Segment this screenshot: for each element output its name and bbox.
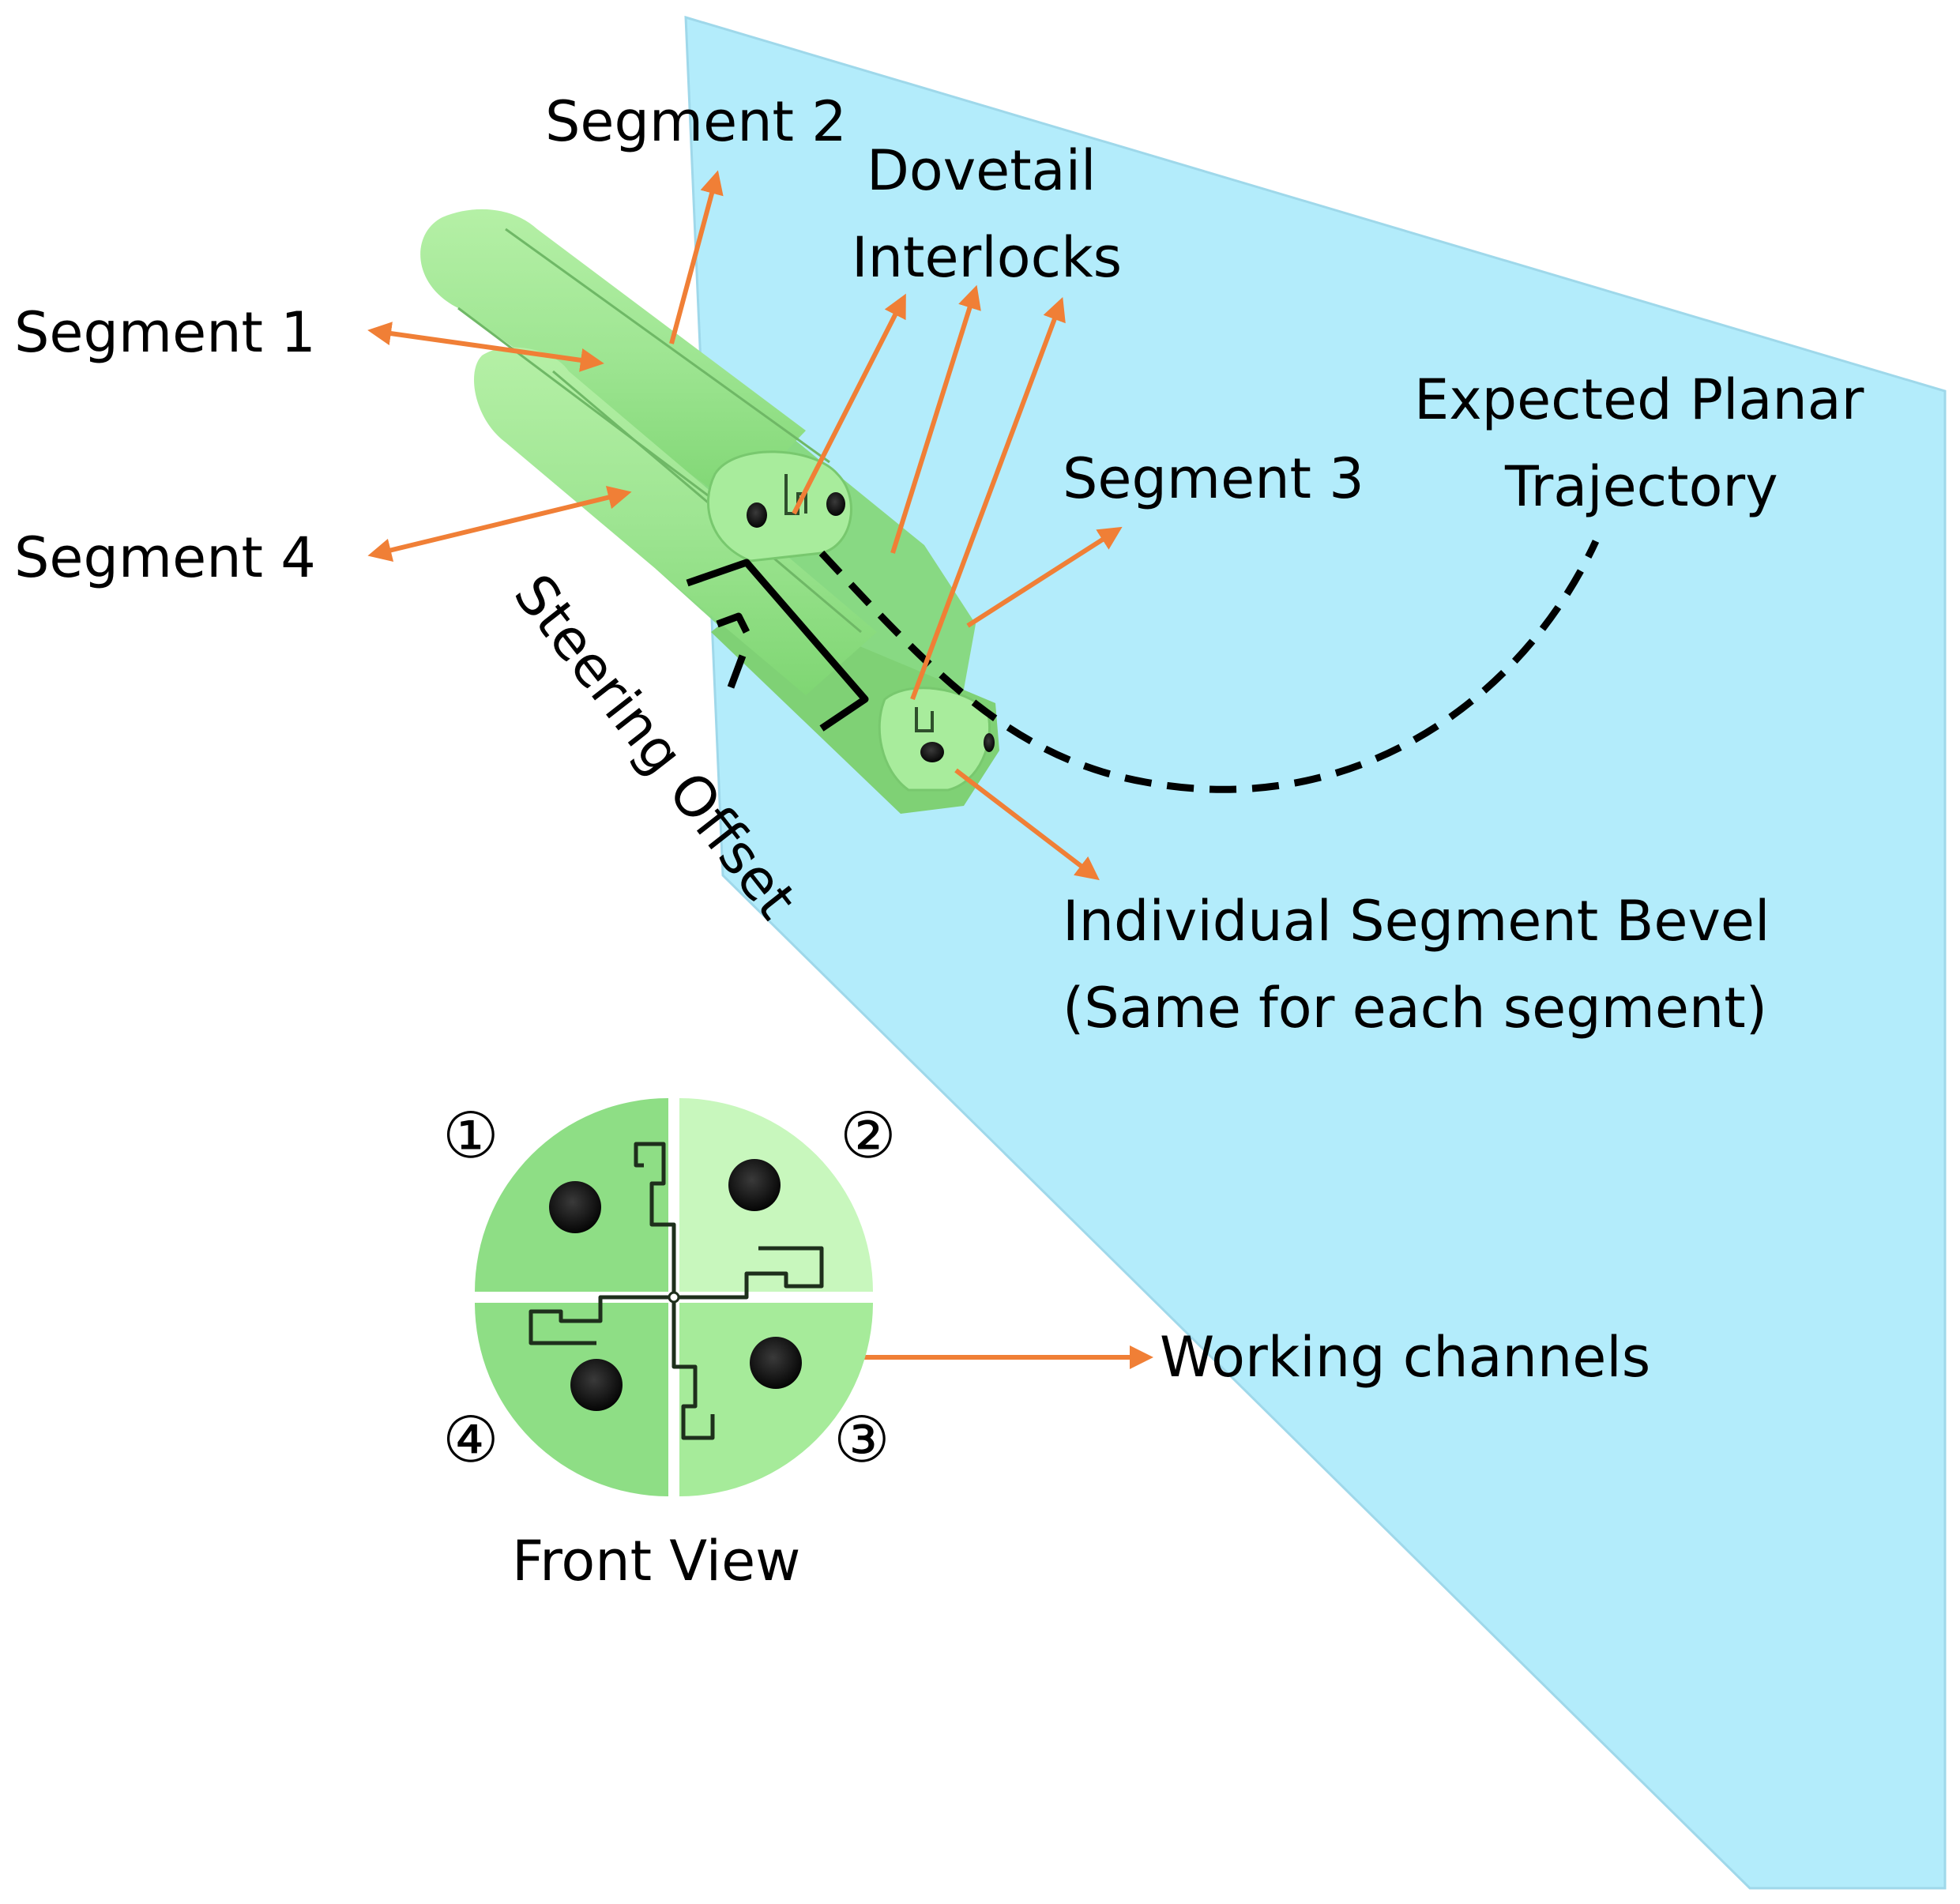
label-bevel-line2: (Same for each segment) — [1063, 976, 1767, 1040]
arrow-dovetail-b — [890, 284, 981, 554]
arrow-segment-2 — [669, 170, 724, 344]
label-trajectory-line1: Expected Planar — [1414, 367, 1864, 432]
front-number-1: ① — [442, 1099, 499, 1172]
front-number-4: ④ — [442, 1403, 499, 1477]
working-channel-2 — [728, 1159, 781, 1211]
front-face-lower — [878, 687, 991, 792]
arrow-dovetail-c — [910, 296, 1066, 701]
working-channel-4 — [570, 1359, 623, 1411]
label-bevel-line1: Individual Segment Bevel — [1063, 889, 1770, 954]
front-number-3: ③ — [833, 1403, 890, 1477]
label-segment-2: Segment 2 — [545, 89, 847, 154]
steering-offset-bracket — [686, 559, 869, 732]
trajectory-plane — [684, 15, 1947, 1890]
front-quadrant-3 — [679, 1303, 873, 1496]
working-channel-1 — [549, 1181, 601, 1233]
arrow-bevel — [954, 768, 1100, 881]
front-face-upper — [706, 450, 852, 563]
arrow-dovetail-a — [792, 293, 906, 515]
label-working-channels: Working channels — [1160, 1325, 1650, 1390]
arrow-segment-3 — [966, 526, 1123, 628]
working-channel-3 — [750, 1337, 802, 1389]
label-front-view: Front View — [512, 1529, 800, 1594]
arrow-segment-4 — [367, 485, 632, 563]
label-dovetail-line2: Interlocks — [852, 225, 1122, 290]
label-segment-3: Segment 3 — [1063, 446, 1364, 511]
label-segment-1: Segment 1 — [14, 300, 316, 365]
front-view — [475, 1098, 873, 1496]
front-number-2: ② — [840, 1099, 897, 1172]
label-segment-4: Segment 4 — [14, 525, 316, 590]
trajectory-curve — [818, 540, 1600, 793]
label-trajectory-line2: Trajectory — [1504, 454, 1778, 519]
segment-4-rod — [474, 347, 877, 695]
arrow-segment-1 — [367, 322, 604, 372]
label-dovetail-line1: Dovetail — [867, 138, 1096, 203]
needle-body — [420, 209, 999, 814]
segment-1-rod — [420, 209, 806, 506]
front-quadrant-4 — [475, 1303, 668, 1496]
